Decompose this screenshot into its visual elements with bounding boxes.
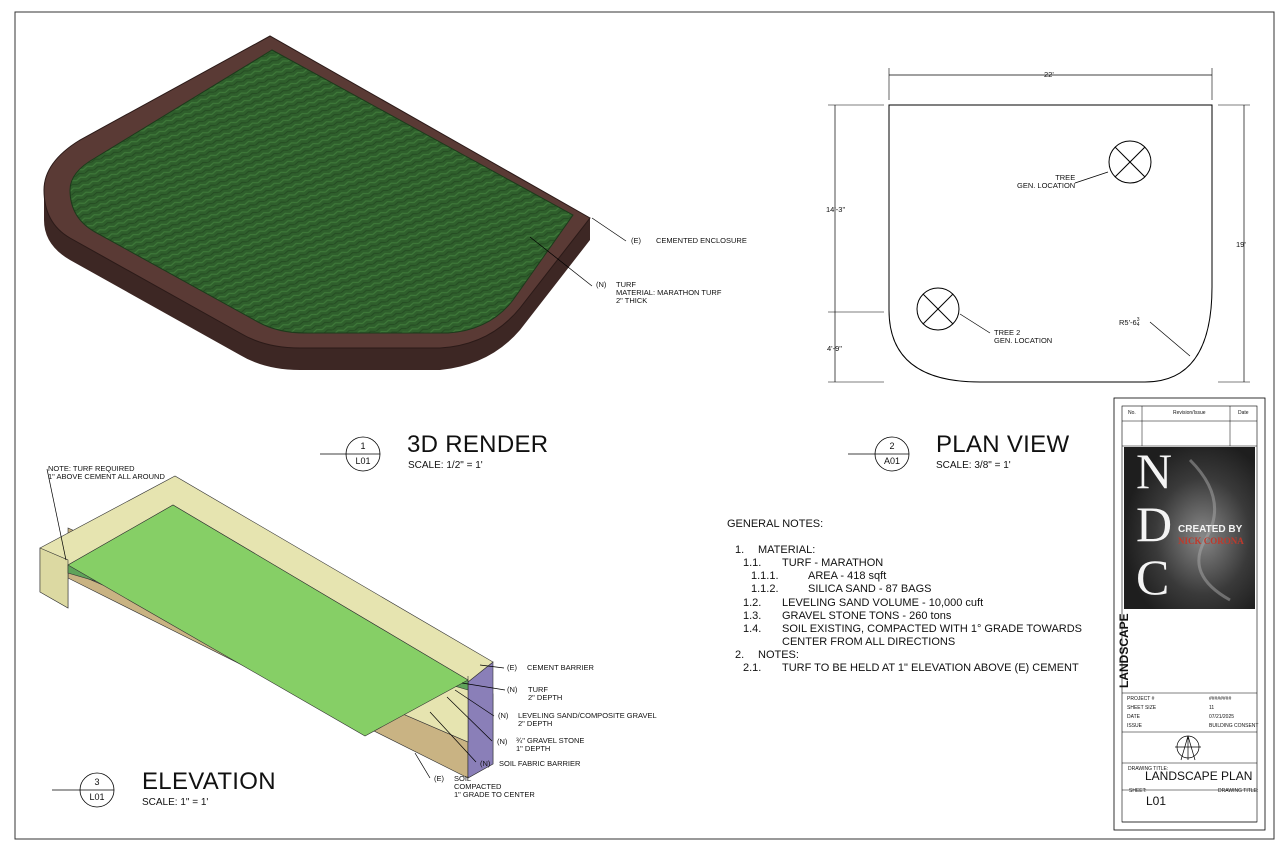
author-name: NICK CORONA bbox=[1178, 536, 1244, 546]
tree-2-label: TREE 2 GEN. LOCATION bbox=[994, 328, 1053, 345]
note-text: TURF - MARATHON bbox=[782, 557, 884, 569]
smoke-swirl bbox=[1188, 458, 1231, 602]
drawing-title-label: DRAWING TITLE: bbox=[1128, 766, 1169, 772]
note-text: NOTES: bbox=[758, 649, 799, 661]
callout-enclosure: CEMENTED ENCLOSURE bbox=[656, 236, 747, 245]
dim-left-upper: 14'-3" bbox=[826, 205, 846, 214]
marker-3-sheet: L01 bbox=[89, 792, 105, 802]
created-by-label: CREATED BY bbox=[1178, 524, 1243, 535]
label-date: DATE bbox=[1127, 714, 1140, 720]
label-issue: ISSUE bbox=[1127, 723, 1143, 729]
dim-top: 22' bbox=[1044, 70, 1054, 79]
value-issue: BUILDING CONSENT bbox=[1209, 723, 1259, 729]
marker-2-number: 2 bbox=[889, 441, 895, 451]
elevation-title: ELEVATION bbox=[142, 768, 276, 795]
compass-logo bbox=[1175, 735, 1201, 761]
note-number: 1.1.1. bbox=[751, 570, 779, 582]
logo-panel bbox=[1124, 447, 1255, 609]
note-number: 1.2. bbox=[743, 597, 762, 609]
marker-1-sheet: L01 bbox=[355, 456, 371, 466]
note-text: AREA - 418 sqft bbox=[808, 570, 887, 582]
callout-tag-cement: (E) bbox=[507, 663, 517, 672]
note-number: 1. bbox=[735, 544, 745, 556]
dim-left-lower: 4'-9" bbox=[827, 344, 842, 353]
render-3d-scale: SCALE: 1/2" = 1' bbox=[408, 460, 483, 471]
render-3d-drawing bbox=[43, 35, 591, 370]
revision-col-no: No. bbox=[1128, 410, 1136, 416]
view-markers bbox=[52, 436, 910, 808]
callout-tag-soil: (E) bbox=[434, 774, 444, 783]
logo-letter-n: N bbox=[1136, 443, 1173, 499]
elevation-leaders bbox=[46, 468, 506, 779]
marker-3-number: 3 bbox=[94, 777, 100, 787]
note-text: TURF TO BE HELD AT 1" ELEVATION ABOVE (E… bbox=[782, 662, 1079, 674]
render-3d-title: 3D RENDER bbox=[407, 431, 549, 458]
dim-right: 19' bbox=[1236, 240, 1246, 249]
logo-letter-c: C bbox=[1136, 549, 1170, 605]
marker-1-number: 1 bbox=[360, 441, 366, 451]
revision-col-issue: Revision/Issue bbox=[1173, 410, 1206, 416]
note-number: 1.1.2. bbox=[751, 583, 779, 595]
logo-letter-d: D bbox=[1136, 496, 1173, 552]
callout-tag-fabric: (N) bbox=[480, 759, 491, 768]
elevation-scale: SCALE: 1" = 1' bbox=[142, 797, 209, 808]
callout-leveling-sand: LEVELING SAND/COMPOSITE GRAVEL 2" DEPTH bbox=[518, 711, 657, 728]
note-text: LEVELING SAND VOLUME - 10,000 cuft bbox=[782, 597, 984, 609]
drawing-title: LANDSCAPE PLAN bbox=[1145, 769, 1253, 783]
general-notes-heading: GENERAL NOTES: bbox=[727, 518, 824, 530]
value-date: 07/21/2025 bbox=[1209, 714, 1235, 720]
drawing-title-label-2: DRAWING TITLE: bbox=[1218, 788, 1259, 794]
sheet-label: SHEET: bbox=[1129, 788, 1147, 794]
callout-tag-leveling-sand: (N) bbox=[498, 711, 509, 720]
callout-cement-barrier: CEMENT BARRIER bbox=[527, 663, 594, 672]
render-3d-leaders bbox=[529, 217, 627, 287]
note-text: MATERIAL: bbox=[758, 544, 816, 556]
note-number: 2. bbox=[735, 649, 745, 661]
callout-gravel: ¾" GRAVEL STONE 1" DEPTH bbox=[516, 736, 585, 753]
plan-view-scale: SCALE: 3/8" = 1' bbox=[936, 460, 1011, 471]
label-sheet-size: SHEET SIZE bbox=[1127, 705, 1157, 711]
callout-turf-depth: TURF 2" DEPTH bbox=[528, 685, 563, 702]
note-number: 1.3. bbox=[743, 610, 762, 622]
note-number: 1.1. bbox=[743, 557, 762, 569]
callout-fabric-barrier: SOIL FABRIC BARRIER bbox=[499, 759, 581, 768]
revision-col-date: Date bbox=[1238, 410, 1249, 416]
label-project: PROJECT # bbox=[1127, 696, 1155, 702]
note-text: CENTER FROM ALL DIRECTIONS bbox=[782, 636, 956, 648]
note-number: 1.4. bbox=[743, 623, 762, 635]
sheet-number: L01 bbox=[1146, 794, 1167, 808]
elevation-note: NOTE: TURF REQUIRED 1" ABOVE CEMENT ALL … bbox=[48, 464, 165, 481]
callout-tag-gravel: (N) bbox=[497, 737, 508, 746]
vertical-landscape-title: LANDSCAPE bbox=[1117, 613, 1131, 688]
callout-soil: SOIL COMPACTED 1" GRADE TO CENTER bbox=[454, 774, 535, 799]
value-sheet-size: 11 bbox=[1209, 705, 1215, 711]
note-number: 2.1. bbox=[743, 662, 762, 674]
note-text: GRAVEL STONE TONS - 260 tons bbox=[782, 610, 952, 622]
plan-view-drawing bbox=[828, 68, 1250, 383]
value-project: ######## bbox=[1209, 696, 1232, 702]
elevation-drawing bbox=[39, 475, 494, 779]
callout-tag-enclosure: (E) bbox=[631, 236, 641, 245]
title-block-frame bbox=[1113, 397, 1266, 831]
marker-2-sheet: A01 bbox=[883, 456, 900, 466]
note-text: SOIL EXISTING, COMPACTED WITH 1° GRADE T… bbox=[782, 623, 1083, 635]
note-text: SILICA SAND - 87 BAGS bbox=[808, 583, 932, 595]
plan-view-title: PLAN VIEW bbox=[936, 431, 1070, 458]
callout-tag-turf: (N) bbox=[596, 280, 607, 289]
tree-1-label: TREE GEN. LOCATION bbox=[1017, 173, 1076, 190]
sheet-border bbox=[14, 11, 1275, 840]
callout-tag-turf-depth: (N) bbox=[507, 685, 518, 694]
callout-turf: TURF MATERIAL: MARATHON TURF 2" THICK bbox=[616, 280, 722, 305]
